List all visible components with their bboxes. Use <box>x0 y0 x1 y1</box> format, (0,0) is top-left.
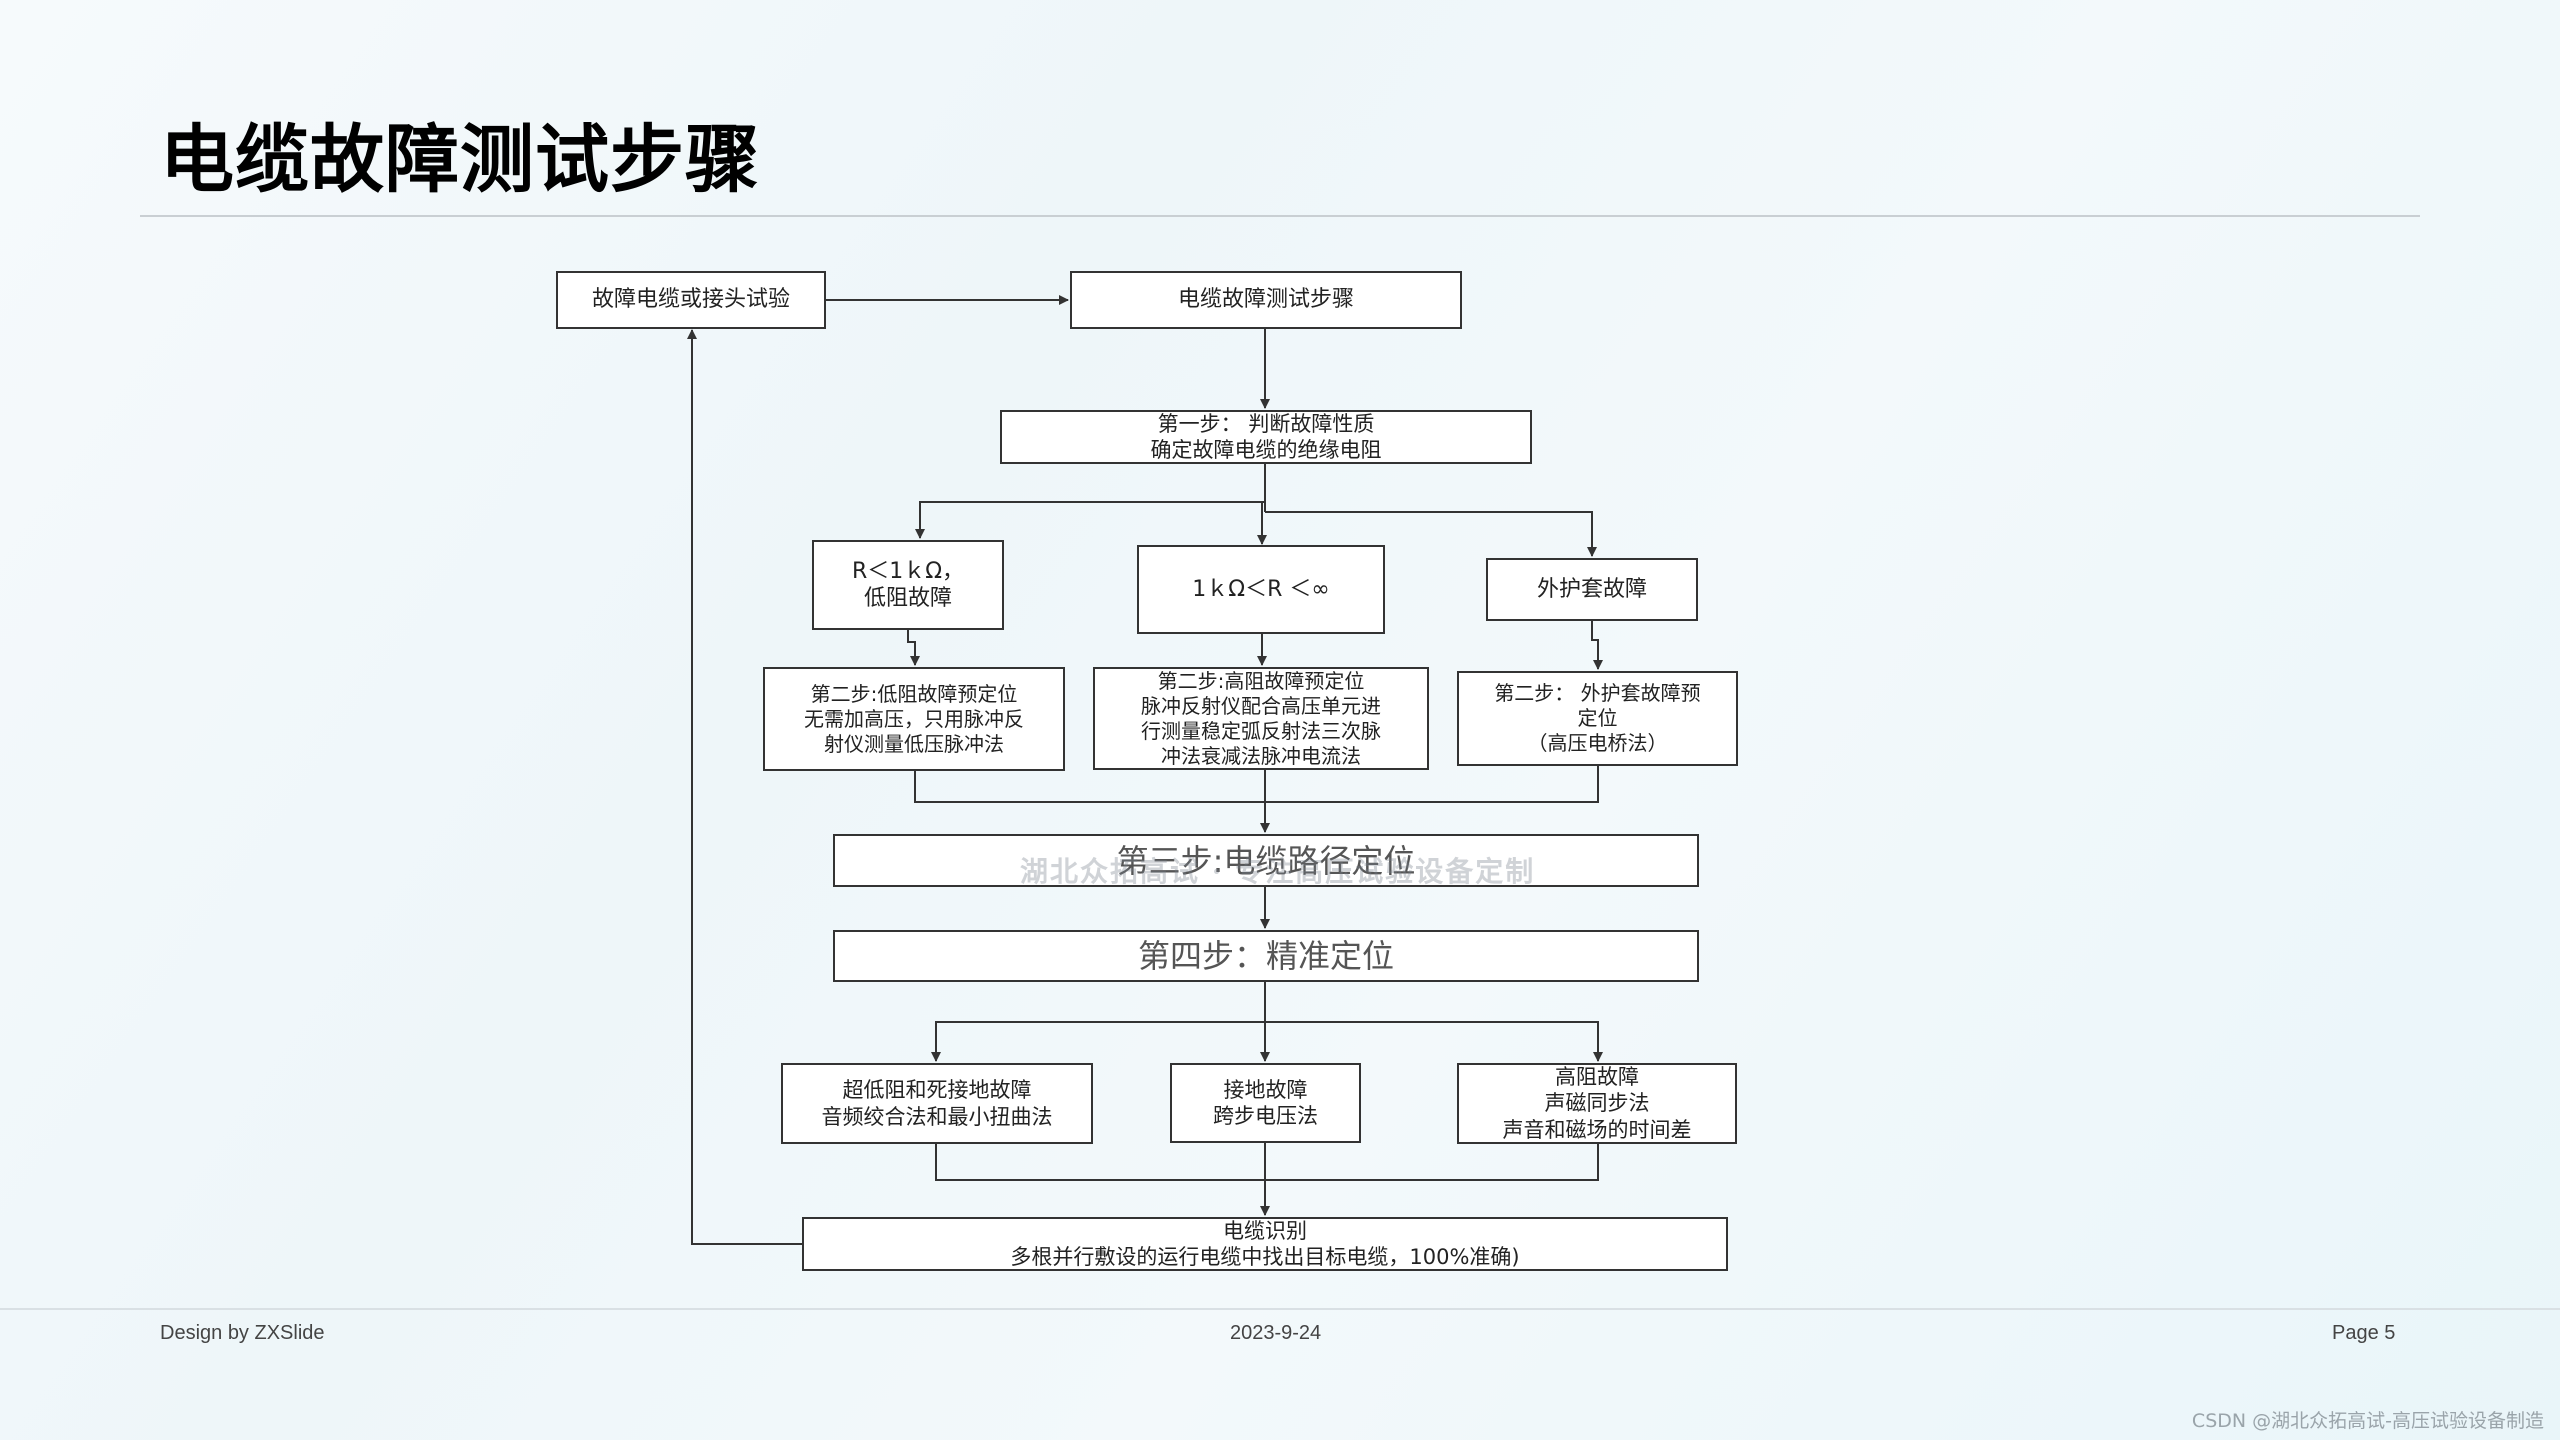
watermark-text: 湖北众拓高试 · 专注高压试验设备定制 <box>1020 855 1536 888</box>
node-sheath-fault: 外护套故障 <box>1486 558 1698 621</box>
footer-date: 2023-9-24 <box>1230 1322 1322 1344</box>
node-step4: 第四步：精准定位 <box>833 930 1699 982</box>
node-fault-cable: 故障电缆或接头试验 <box>556 271 826 329</box>
arrow-to-high-res <box>1265 1021 1603 1062</box>
node-step2-sheath: 第二步： 外护套故障预 定位 （高压电桥法） <box>1457 671 1738 766</box>
node-ground-fault: 接地故障 跨步电压法 <box>1170 1063 1361 1143</box>
arrow-sheath-to-step2 <box>1591 621 1603 670</box>
node-step2-high: 第二步:高阻故障预定位 脉冲反射仪配合高压单元进 行测量稳定弧反射法三次脉 冲法… <box>1093 667 1429 770</box>
line-step2-merge <box>914 766 1599 803</box>
footer-design: Design by ZXSlide <box>160 1322 325 1344</box>
node-ultra-low: 超低阻和死接地故障 音频绞合法和最小扭曲法 <box>781 1063 1093 1144</box>
node-step3: 第三步:电缆路径定位 <box>833 834 1699 887</box>
page-title: 电缆故障测试步骤 <box>160 117 760 203</box>
node-high-resistance: 高阻故障 声磁同步法 声音和磁场的时间差 <box>1457 1063 1737 1144</box>
arrow-feedback-loop <box>687 329 802 1245</box>
node-step2-low: 第二步:低阻故障预定位 无需加高压，只用脉冲反 射仪测量低压脉冲法 <box>763 667 1065 771</box>
arrow-to-low-res <box>915 501 1265 539</box>
arrow-low-to-step2 <box>907 630 920 666</box>
node-low-resistance: R＜1ｋΩ， 低阻故障 <box>812 540 1004 630</box>
line-sub-merge <box>935 1144 1599 1181</box>
node-main: 电缆故障测试步骤 <box>1070 271 1462 329</box>
csdn-credit: CSDN @湖北众拓高试-高压试验设备制造 <box>2191 1410 2544 1432</box>
title-divider <box>140 215 2420 217</box>
footer-divider <box>0 1308 2560 1310</box>
arrow-to-sheath <box>1265 511 1597 557</box>
footer-page: Page 5 <box>2332 1322 2396 1344</box>
node-step1: 第一步： 判断故障性质 确定故障电缆的绝缘电阻 <box>1000 410 1532 464</box>
node-cable-identify: 电缆识别 多根并行敷设的运行电缆中找出目标电缆，100%准确) <box>802 1217 1728 1271</box>
node-mid-resistance: 1ｋΩ＜R ＜∞ <box>1137 545 1385 634</box>
arrow-to-ultra-low <box>931 1021 1265 1062</box>
